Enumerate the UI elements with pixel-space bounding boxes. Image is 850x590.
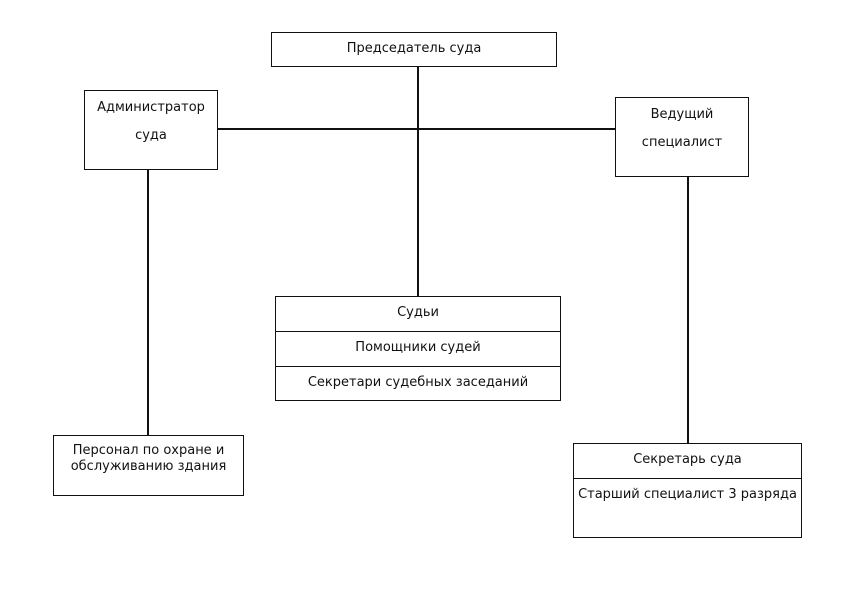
administrator-label-line2: суда (135, 128, 167, 143)
chairman-box: Председатель суда (271, 32, 557, 67)
judges-label: Судьи (397, 305, 439, 320)
senior-specialist-row: Старший специалист 3 разряда (574, 479, 801, 503)
court-secretary-label: Секретарь суда (633, 452, 742, 467)
administrator-box: Администратор суда (84, 90, 218, 170)
lead-specialist-label-line1: Ведущий (650, 107, 714, 122)
connector-administrator-to-lead-specialist (218, 128, 615, 130)
court-clerks-label: Секретари судебных заседаний (307, 375, 529, 390)
connector-administrator-to-staff (147, 170, 149, 435)
building-staff-box: Персонал по охране и обслуживанию здания (53, 435, 244, 496)
lead-specialist-label-line2: специалист (641, 135, 723, 150)
assistants-row: Помощники судей (276, 332, 560, 367)
judges-row: Судьи (276, 297, 560, 332)
administrator-label-line1: Администратор (97, 100, 205, 115)
court-clerks-row: Секретари судебных заседаний (276, 367, 560, 402)
lead-specialist-box: Ведущий специалист (615, 97, 749, 177)
court-secretary-row: Секретарь суда (574, 444, 801, 479)
building-staff-label-line2: обслуживанию здания (70, 459, 227, 474)
secretary-group-box: Секретарь суда Старший специалист 3 разр… (573, 443, 802, 538)
senior-specialist-label: Старший специалист 3 разряда (578, 487, 797, 502)
judges-group-box: Судьи Помощники судей Секретари судебных… (275, 296, 561, 401)
connector-lead-specialist-to-secretary (687, 177, 689, 443)
assistants-label: Помощники судей (355, 340, 481, 355)
connector-chairman-to-judges (417, 67, 419, 296)
building-staff-label-line1: Персонал по охране и (72, 443, 225, 458)
chairman-label: Председатель суда (346, 41, 482, 56)
